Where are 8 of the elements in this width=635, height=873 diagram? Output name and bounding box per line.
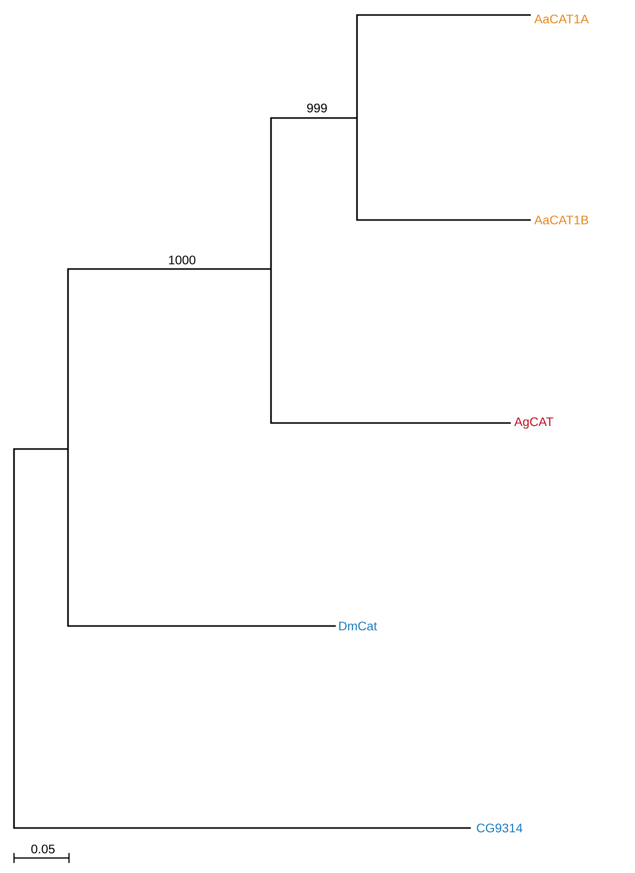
leaf-label: DmCat bbox=[339, 622, 377, 630]
bootstrap-value: 999 bbox=[307, 104, 327, 112]
leaf-label: AaCAT1B bbox=[534, 216, 588, 224]
leaf-label: CG9314 bbox=[476, 824, 522, 832]
leaf-label: AaCAT1A bbox=[534, 14, 589, 24]
bootstrap-value: 1000 bbox=[169, 256, 196, 264]
leaf-label: AgCAT bbox=[514, 417, 554, 429]
scale-label: 0.05 bbox=[31, 844, 55, 854]
